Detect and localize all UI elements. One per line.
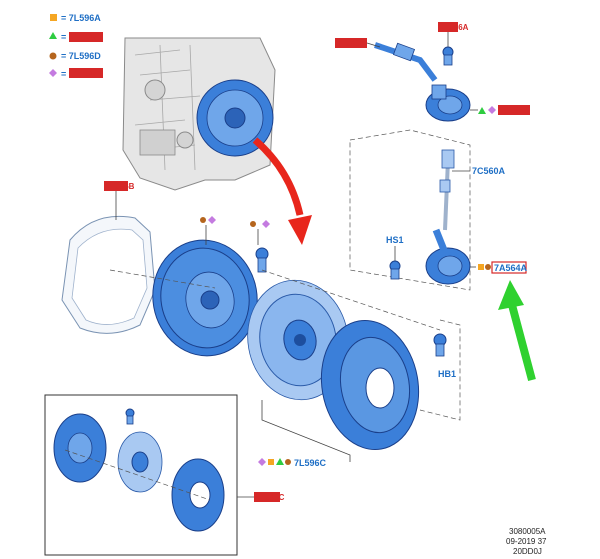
footer-line-3: 20DD0J bbox=[513, 547, 542, 556]
flywheel-part bbox=[152, 239, 258, 357]
tube-part bbox=[439, 149, 455, 231]
callout-inset-box bbox=[254, 492, 280, 502]
slave-cylinder-top-part bbox=[425, 84, 471, 122]
triangle-icon bbox=[49, 32, 57, 39]
engine-block bbox=[122, 37, 276, 191]
callout-clutch-kit: 7L596C bbox=[294, 458, 327, 468]
clutch-kit-symbols bbox=[258, 458, 291, 466]
footer-line-1: 3080005A bbox=[509, 527, 546, 536]
legend-item-3: = 7L596D bbox=[61, 51, 101, 61]
flywheel-bolt-part bbox=[255, 247, 269, 273]
callout-bolt-box bbox=[438, 22, 458, 32]
gasket-part bbox=[61, 215, 156, 334]
legend: = 7L596A = 7L596B = 7L596D = 7L596E bbox=[49, 13, 104, 79]
legend-item-2: 7L596B bbox=[71, 32, 104, 42]
triangle-icon bbox=[276, 458, 284, 465]
legend-item-4: 7L596E bbox=[71, 69, 103, 79]
circle-icon bbox=[485, 264, 491, 270]
callout-inset-kit: 7L596C bbox=[256, 493, 285, 502]
diamond-icon bbox=[49, 69, 57, 77]
green-arrow-icon bbox=[498, 280, 536, 382]
hose-top-part bbox=[374, 42, 438, 82]
circle-icon bbox=[250, 221, 256, 227]
legend-item-4-eq: = bbox=[61, 69, 66, 79]
callout-tube: 7C560A bbox=[472, 166, 506, 176]
square-icon bbox=[268, 459, 274, 465]
callout-bolt-top: 7L596A bbox=[440, 23, 469, 32]
callout-slave-top-box bbox=[498, 105, 530, 115]
diamond-icon bbox=[208, 216, 216, 224]
diamond-icon bbox=[262, 220, 270, 228]
diamond-icon bbox=[488, 106, 496, 114]
inset-box bbox=[44, 394, 238, 556]
callout-gasket-box bbox=[104, 181, 128, 191]
circle-icon bbox=[200, 217, 206, 223]
highlight-box bbox=[69, 68, 103, 78]
pressure-plate-part bbox=[320, 319, 420, 451]
hb1-bolt-part bbox=[433, 333, 447, 357]
bolt-top-part bbox=[442, 46, 454, 66]
callout-hose-box bbox=[335, 38, 367, 48]
hs1-bolt-part bbox=[389, 260, 401, 280]
callout-gasket: 7L596B bbox=[106, 182, 135, 191]
legend-item-2-eq: = bbox=[61, 32, 66, 42]
footer-line-2: 09-2019 37 bbox=[506, 537, 547, 546]
square-icon bbox=[478, 264, 484, 270]
callout-hose-top: 7L596A bbox=[337, 39, 366, 48]
square-icon bbox=[50, 14, 57, 21]
highlight-box bbox=[69, 32, 103, 42]
red-arrow-icon bbox=[252, 137, 312, 245]
circle-icon bbox=[285, 459, 291, 465]
callout-hb1: HB1 bbox=[438, 369, 456, 379]
circle-icon bbox=[49, 52, 57, 60]
legend-item-1: = 7L596A bbox=[61, 13, 101, 23]
callout-slave-main-box bbox=[491, 261, 527, 274]
triangle-icon bbox=[478, 107, 486, 114]
slave-cylinder-main-part bbox=[425, 228, 471, 285]
callout-slave-top: 7A564A bbox=[500, 106, 530, 115]
callout-slave-main: 7A564A bbox=[494, 263, 528, 273]
callout-hs1: HS1 bbox=[386, 235, 404, 245]
diamond-icon bbox=[258, 458, 266, 466]
